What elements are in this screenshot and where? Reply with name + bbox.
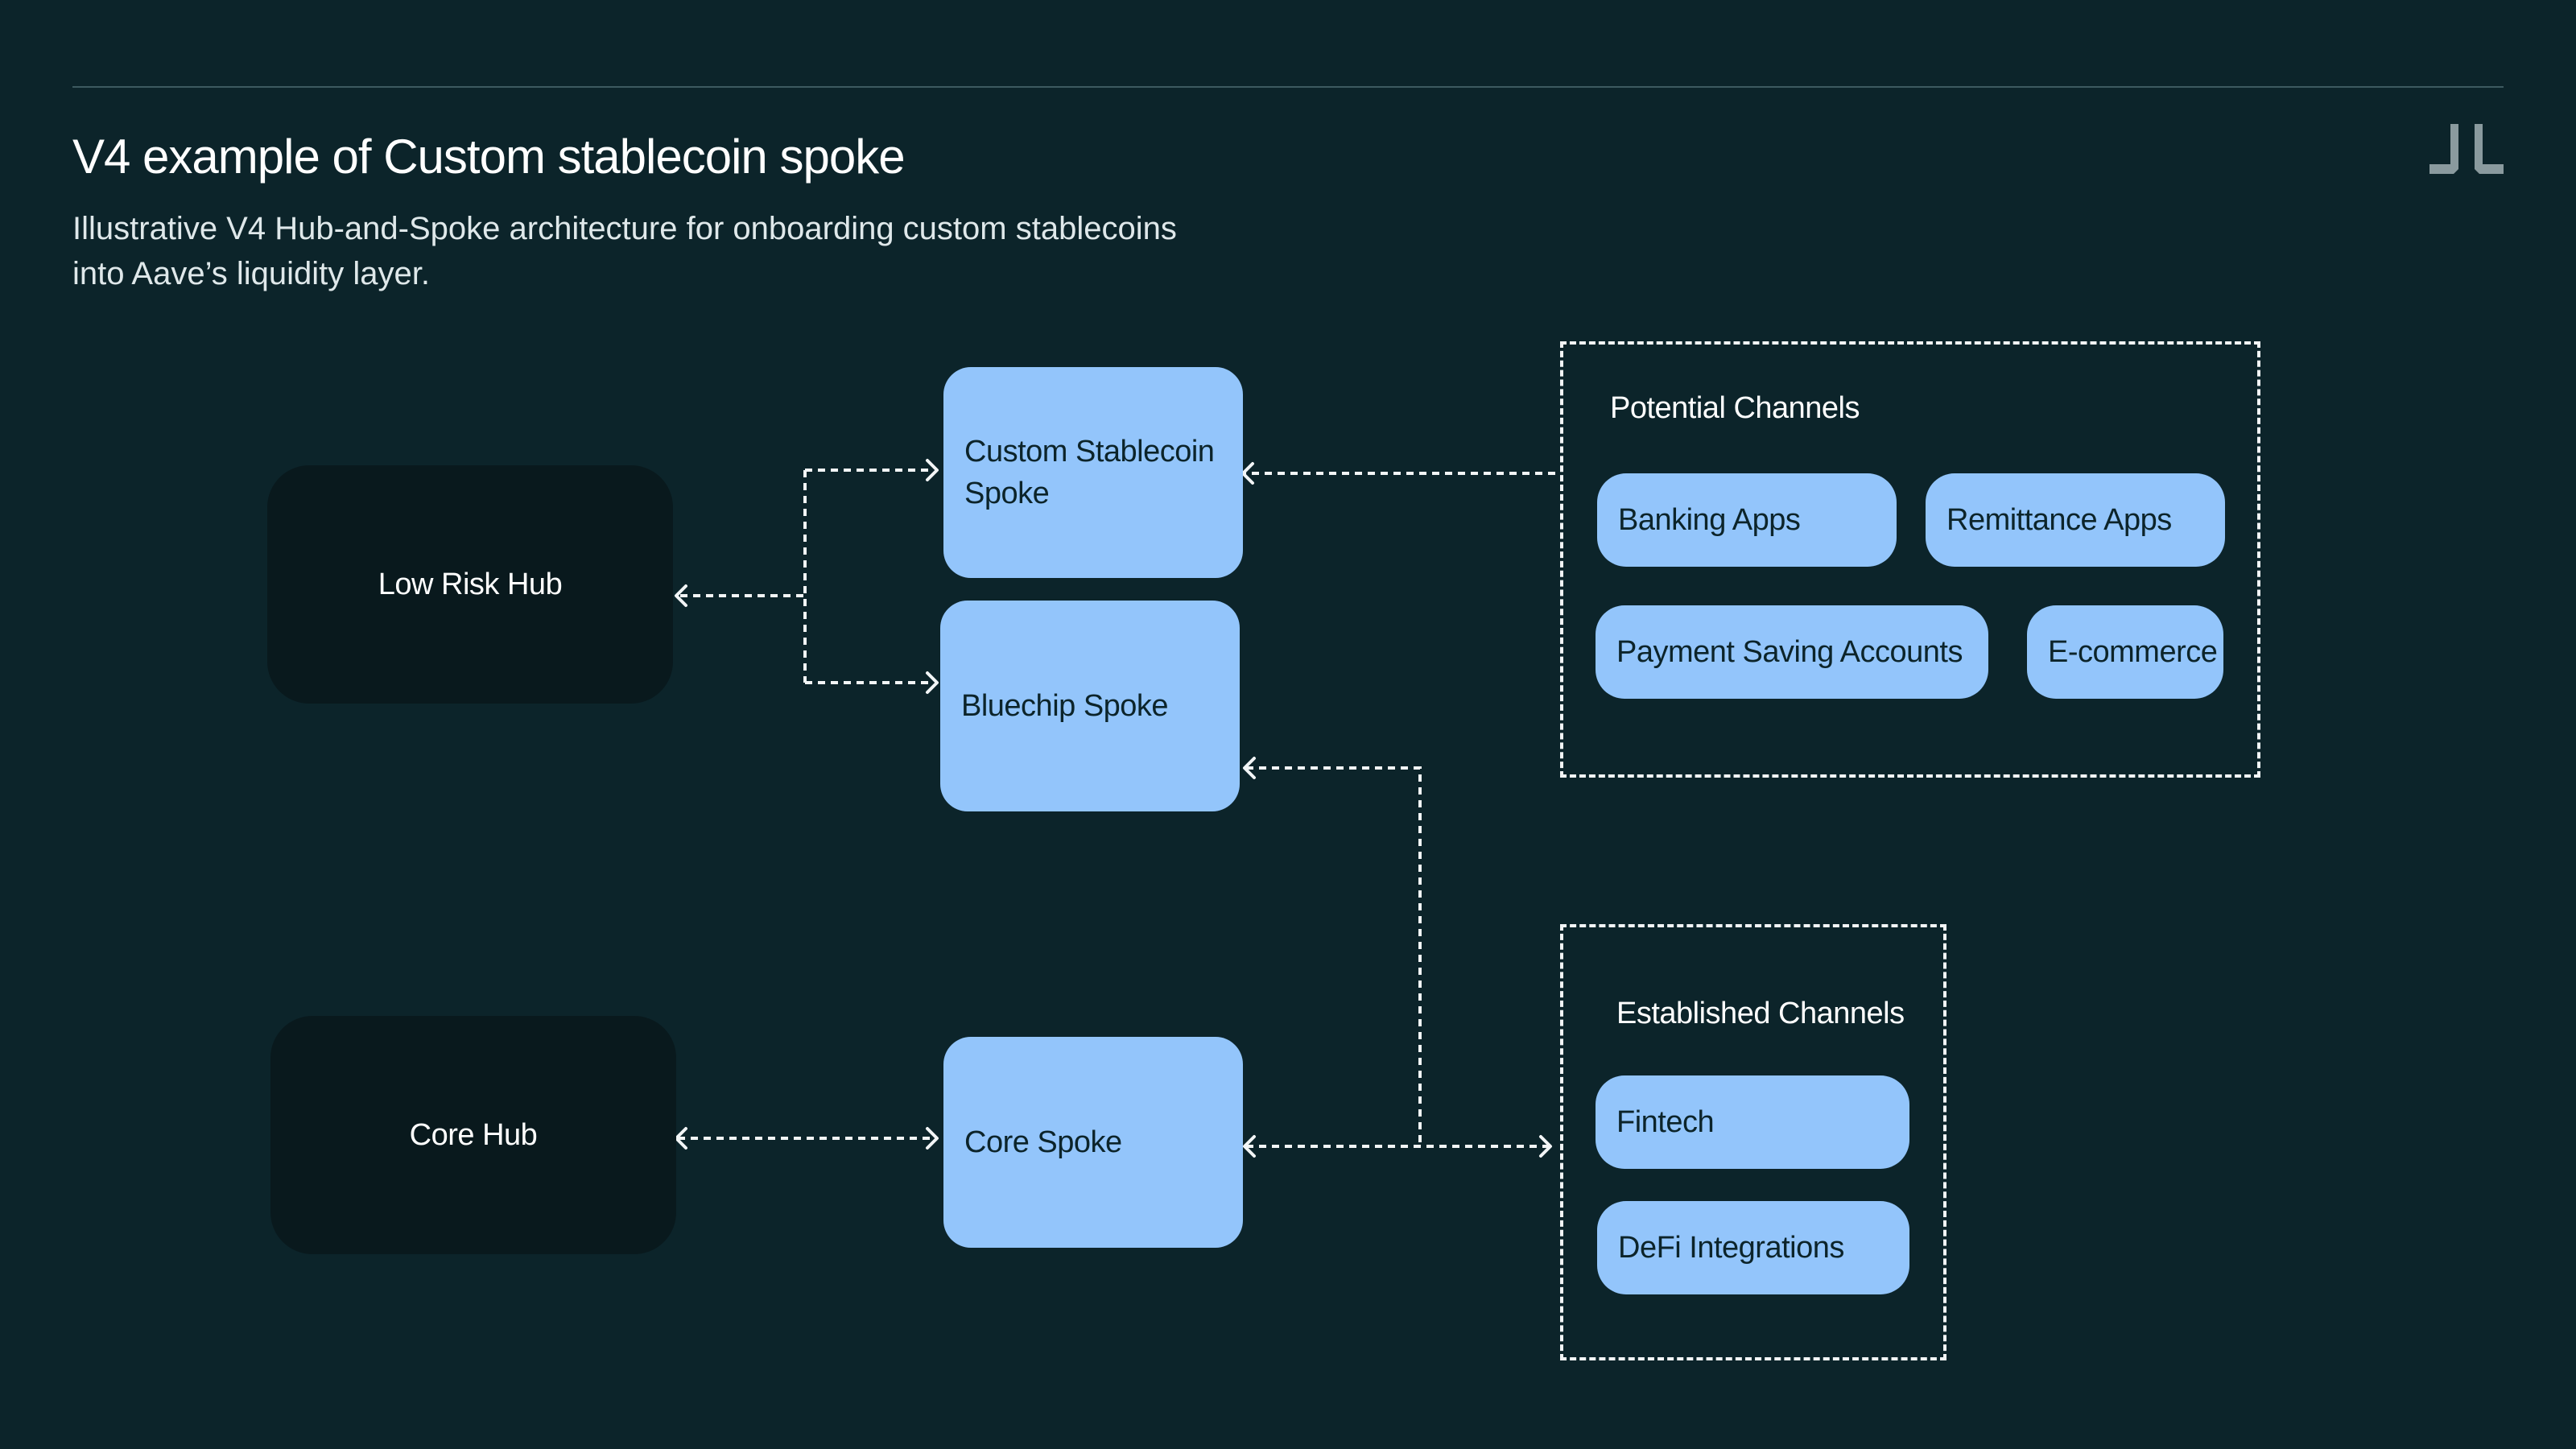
page-subtitle: Illustrative V4 Hub-and-Spoke architectu… <box>72 211 1177 291</box>
aave-logo-icon <box>2429 124 2504 174</box>
connector-bluechip-to-established <box>1246 766 1422 1146</box>
arrowhead-bluechip-spoke <box>926 671 939 694</box>
arrowhead-core-spoke <box>926 1127 939 1150</box>
core-hub-label: Core Hub <box>409 1117 538 1152</box>
arrowhead-custom-spoke <box>926 459 939 481</box>
established-channels-group <box>1560 924 1946 1360</box>
channel-remittance-apps: Remittance Apps <box>1926 473 2225 567</box>
bluechip-spoke: Bluechip Spoke <box>940 601 1240 811</box>
channel-fintech: Fintech <box>1596 1075 1909 1169</box>
header-divider <box>72 86 2504 88</box>
custom-stablecoin-spoke: Custom Stablecoin Spoke <box>943 367 1243 578</box>
arrowhead-bluechip-in <box>1243 757 1256 779</box>
page-title: V4 example of Custom stablecoin spoke <box>72 130 906 184</box>
channel-payment-saving-accounts: Payment Saving Accounts <box>1596 605 1988 699</box>
core-spoke-label: Core Spoke <box>964 1125 1122 1159</box>
arrowhead-core-hub <box>675 1127 687 1150</box>
channel-defi-integrations: DeFi Integrations <box>1597 1201 1909 1294</box>
established-channels-label: Established Channels <box>1616 997 1905 1030</box>
channel-banking-apps: Banking Apps <box>1597 473 1897 567</box>
low-risk-hub-label: Low Risk Hub <box>378 567 563 601</box>
potential-channels-label: Potential Channels <box>1610 391 1860 425</box>
low-risk-hub: Low Risk Hub <box>267 465 673 704</box>
potential-channels-group <box>1560 341 2260 778</box>
bluechip-spoke-label: Bluechip Spoke <box>961 689 1169 723</box>
arrowhead-established <box>1539 1135 1552 1158</box>
arrowhead-low-risk-hub <box>675 584 687 607</box>
channel-e-commerce: E-commerce <box>2027 605 2223 699</box>
custom-stablecoin-spoke-label: Custom Stablecoin Spoke <box>964 435 1215 510</box>
core-spoke: Core Spoke <box>943 1037 1243 1248</box>
arrowhead-custom-spoke-in <box>1241 462 1254 485</box>
core-hub: Core Hub <box>270 1016 676 1254</box>
arrowhead-core-spoke-in <box>1243 1135 1256 1158</box>
